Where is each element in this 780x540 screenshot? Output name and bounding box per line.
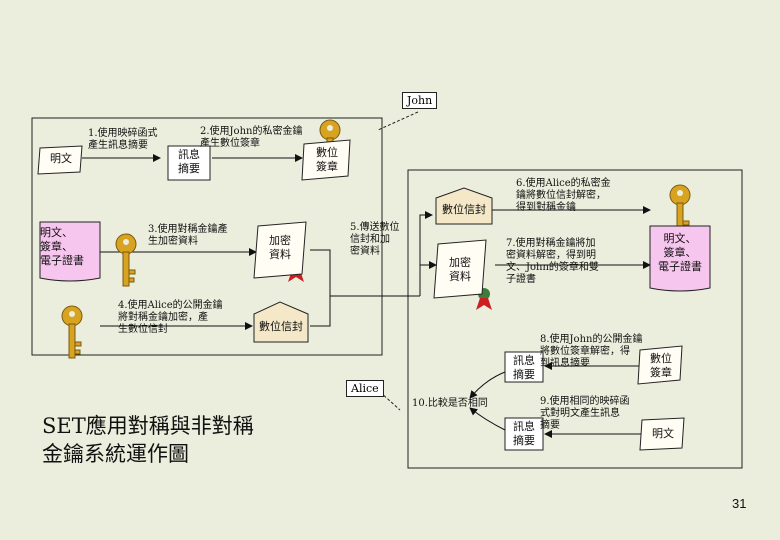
slide-title: SET應用對稱與非對稱 金鑰系統運作圖 <box>42 414 254 466</box>
plaintext-right-label: 明文 <box>652 427 674 440</box>
key-icon <box>115 233 137 287</box>
sender-boundary <box>31 117 383 356</box>
john-label: John <box>402 92 438 109</box>
receiver-boundary <box>407 169 743 469</box>
john-callout <box>377 111 419 131</box>
plaintext-left-label: 明文 <box>50 152 72 165</box>
digest-left-label: 訊息 摘要 <box>178 148 200 175</box>
signature-left-label: 數位 簽章 <box>316 146 338 173</box>
envelope-right-shape <box>435 187 493 225</box>
digest-right2-box <box>504 417 544 451</box>
envelope-right-label: 數位信封 <box>442 203 486 216</box>
encrypted-right-scroll <box>433 239 487 299</box>
step-1: 1.使用映碎函式 產生訊息摘要 <box>88 128 158 151</box>
step-3: 3.使用對稱金鑰產 生加密資料 <box>148 224 228 247</box>
envelope-left-shape <box>253 301 309 343</box>
alice-label: Alice <box>346 380 384 397</box>
step-2: 2.使用John的私密金鑰 產生數位簽章 <box>200 126 303 149</box>
step-5: 5.傳送數位 信封和加 密資料 <box>350 222 400 257</box>
step-10: 10.比較是否相同 <box>412 398 488 409</box>
signature-right-scroll <box>637 345 683 385</box>
bundle-right-label: 明文、 簽章、 電子證書 <box>658 232 702 273</box>
arrow-to-receiver-encrypted <box>419 261 437 296</box>
encrypted-right-label: 加密 資料 <box>449 256 471 283</box>
compare-arrow2 <box>469 407 506 431</box>
step-7: 7.使用對稱金鑰將加 密資料解密，得到明 文、John的簽章和雙 子證書 <box>506 238 599 285</box>
transmission-bracket <box>310 249 420 327</box>
encrypted-left-scroll <box>253 221 307 279</box>
bundle-left-label: 明文、 簽章、 電子證書 <box>40 226 84 267</box>
compare-arrow <box>469 371 506 399</box>
alice-callout <box>379 391 401 411</box>
arrow-to-receiver-envelope <box>419 211 433 296</box>
signature-right-label: 數位 簽章 <box>650 352 672 379</box>
envelope-left-label: 數位信封 <box>259 320 303 333</box>
step-4: 4.使用Alice的公開金鑰 將對稱金鑰加密，產 生數位信封 <box>118 300 223 335</box>
digest-right2-label: 訊息 摘要 <box>513 420 535 447</box>
step-9: 9.使用相同的映碎函 式對明文產生訊息 摘要 <box>540 396 630 431</box>
bundle-left-doc <box>39 221 101 282</box>
digest-right1-label: 訊息 摘要 <box>513 354 535 381</box>
signature-left-scroll <box>301 139 351 181</box>
step-8: 8.使用John的公開金鑰 將數位簽章解密，得 到訊息摘要 <box>540 334 643 369</box>
bundle-right-doc <box>649 225 711 292</box>
key-icon <box>61 305 83 359</box>
step-6: 6.使用Alice的私密金 鑰將數位信封解密， 得到對稱金鑰 <box>516 178 611 213</box>
digest-left-box <box>167 145 211 181</box>
plaintext-left-scroll <box>37 145 83 175</box>
ribbon-icon <box>476 298 492 310</box>
page-number: 31 <box>732 496 747 511</box>
plaintext-right-scroll <box>639 417 685 451</box>
encrypted-left-label: 加密 資料 <box>269 234 291 261</box>
digest-right1-box <box>504 351 544 383</box>
